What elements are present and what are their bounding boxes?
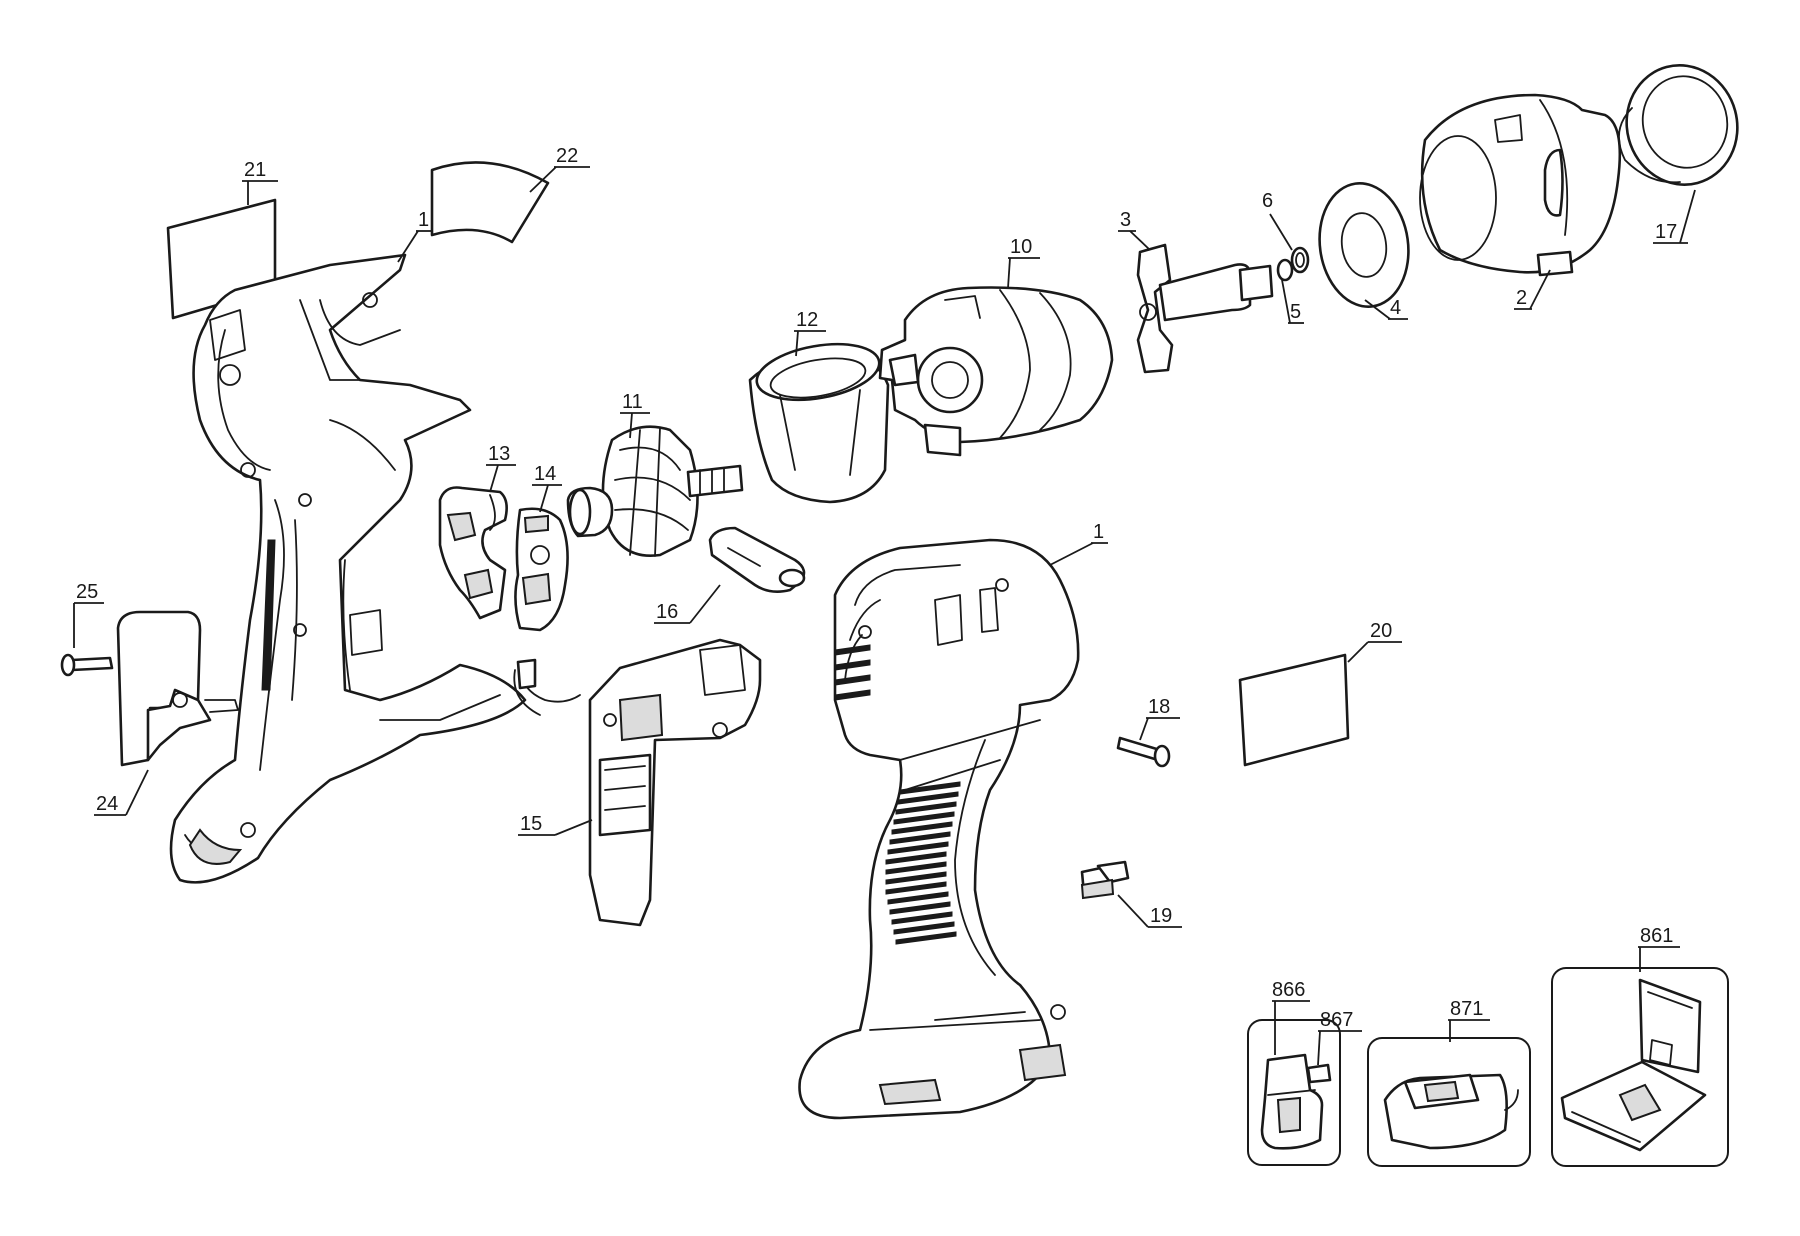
callout-5-text: 5 <box>1290 301 1301 323</box>
callout-17-text: 17 <box>1655 221 1677 243</box>
callout-24-text: 24 <box>96 793 118 815</box>
callout-18-text: 18 <box>1148 696 1170 718</box>
callout-10-text: 10 <box>1010 236 1032 258</box>
callout-20-text: 20 <box>1370 620 1392 642</box>
callout-20[interactable]: 20 <box>1347 620 1402 663</box>
callout-861[interactable]: 861 <box>1638 925 1680 972</box>
callout-871[interactable]: 871 <box>1448 998 1490 1042</box>
callout-25-text: 25 <box>76 581 98 603</box>
callout-866[interactable]: 866 <box>1272 979 1310 1055</box>
callout-1-right[interactable]: 1 <box>1049 521 1108 566</box>
callout-2-text: 2 <box>1516 287 1527 309</box>
right-housing-vents <box>885 781 961 945</box>
callout-3-text: 3 <box>1120 209 1131 231</box>
callout-22[interactable]: 22 <box>529 145 590 193</box>
part-3-anvil <box>1136 243 1274 374</box>
part-1-left-housing <box>169 253 527 884</box>
callout-21[interactable]: 21 <box>242 159 278 205</box>
callout-19-text: 19 <box>1150 905 1172 927</box>
callout-6-text: 6 <box>1262 190 1273 212</box>
part-15-trigger-switch <box>513 638 762 927</box>
accessory-871-box <box>1367 1037 1531 1167</box>
accessory-866-box <box>1247 1019 1341 1166</box>
part-20-label <box>1238 653 1350 767</box>
part-6-retaining-ring <box>1290 246 1310 274</box>
callout-17[interactable]: 17 <box>1653 189 1696 244</box>
callout-25[interactable]: 25 <box>73 581 104 648</box>
part-11-armature <box>566 425 744 557</box>
callout-15[interactable]: 15 <box>518 813 593 836</box>
part-12-magnet-ring <box>748 342 890 504</box>
part-24-belt-clip <box>116 610 239 767</box>
callout-13-text: 13 <box>488 443 510 465</box>
part-10-gear-housing <box>878 286 1114 457</box>
part-2-nose-housing <box>1419 93 1622 277</box>
part-17-rubber-boot <box>1618 64 1739 186</box>
callout-867-text: 867 <box>1320 1009 1353 1031</box>
part-25-screw <box>60 653 114 677</box>
callout-1-right-text: 1 <box>1093 521 1104 543</box>
part-18-screw <box>1116 736 1171 768</box>
callout-22-text: 22 <box>556 145 578 167</box>
callout-13[interactable]: 13 <box>486 443 516 493</box>
callout-14-text: 14 <box>534 463 556 485</box>
callout-12-text: 12 <box>796 309 818 331</box>
part-19-bit-holder <box>1080 860 1130 900</box>
callout-11[interactable]: 11 <box>620 391 650 439</box>
callout-866-text: 866 <box>1272 979 1305 1001</box>
callout-18[interactable]: 18 <box>1139 696 1180 741</box>
part-22-label <box>430 161 550 244</box>
callout-1-left-text: 1 <box>418 209 429 231</box>
part-5-washer <box>1276 258 1294 282</box>
callout-16[interactable]: 16 <box>654 584 721 624</box>
part-14-brush-plate <box>514 507 569 632</box>
part-16-forward-reverse-slider <box>708 526 806 593</box>
right-housing-motor-vents <box>834 644 871 701</box>
callout-24[interactable]: 24 <box>94 769 149 816</box>
callout-16-text: 16 <box>656 601 678 623</box>
callout-4-text: 4 <box>1390 297 1401 319</box>
part-4-flat-washer <box>1318 181 1410 309</box>
callout-867[interactable]: 867 <box>1317 1009 1362 1066</box>
callout-4[interactable]: 4 <box>1364 297 1408 320</box>
part-13-brush-holder <box>438 486 508 620</box>
callout-10[interactable]: 10 <box>1007 236 1040 289</box>
callout-19[interactable]: 19 <box>1117 894 1182 928</box>
callout-5[interactable]: 5 <box>1281 279 1304 324</box>
callout-6[interactable]: 6 <box>1262 190 1293 251</box>
callout-14[interactable]: 14 <box>532 463 562 513</box>
accessory-861-box <box>1551 967 1729 1167</box>
callout-1-left[interactable]: 1 <box>397 209 432 263</box>
callout-871-text: 871 <box>1450 998 1483 1020</box>
callout-21-text: 21 <box>244 159 266 181</box>
callout-3[interactable]: 3 <box>1118 209 1151 251</box>
callout-12[interactable]: 12 <box>794 309 826 357</box>
callout-15-text: 15 <box>520 813 542 835</box>
part-1-right-housing <box>798 538 1080 1120</box>
callout-2[interactable]: 2 <box>1514 269 1551 310</box>
callout-11-text: 11 <box>622 391 643 413</box>
callout-861-text: 861 <box>1640 925 1673 947</box>
